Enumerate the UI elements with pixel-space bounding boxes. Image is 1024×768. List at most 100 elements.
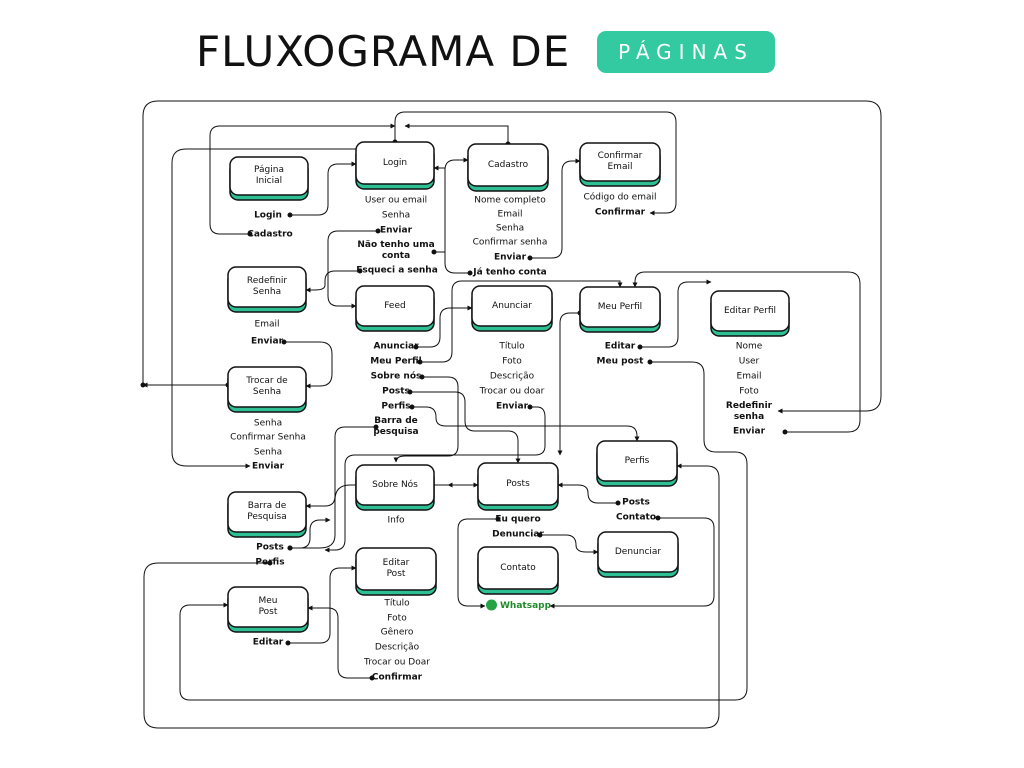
label-posts-denunciar[interactable]: Denunciar	[492, 529, 544, 540]
label-bp-posts[interactable]: Posts	[256, 542, 284, 553]
edge-origin-dot	[140, 382, 146, 388]
node-login[interactable]	[355, 141, 435, 190]
node-meu-perfil[interactable]	[579, 286, 661, 333]
node-label-denunciar: Denunciar	[614, 546, 662, 557]
node-label-sobre-nos: Sobre Nós	[372, 479, 418, 490]
node-label-cadastro: Cadastro	[487, 159, 529, 170]
node-redefinir-senha[interactable]	[227, 266, 307, 313]
label-rs-enviar[interactable]: Enviar	[250, 336, 284, 347]
node-contato[interactable]	[477, 546, 559, 595]
node-meu-post[interactable]	[227, 586, 309, 633]
edge-origin-dot	[357, 268, 363, 274]
label-cad-email: Email	[497, 209, 523, 220]
edge	[412, 406, 640, 442]
label-login-enviar[interactable]: Enviar	[379, 225, 413, 236]
node-label-meu-perfil: Meu Perfil	[597, 301, 643, 312]
label-pi-login[interactable]: Login	[254, 210, 282, 221]
label-feed-barra[interactable]: Barra de pesquisa	[373, 416, 419, 437]
label-cad-enviar[interactable]: Enviar	[493, 252, 527, 263]
node-feed[interactable]	[355, 285, 435, 332]
label-epost-confirmar[interactable]: Confirmar	[371, 672, 423, 683]
label-ts-confirmar: Confirmar Senha	[230, 432, 306, 443]
node-editar-perfil[interactable]	[710, 290, 790, 337]
label-ce-codigo: Código do email	[583, 192, 657, 203]
label-feed-anunciar[interactable]: Anunciar	[373, 341, 419, 352]
label-mpost-editar[interactable]: Editar	[252, 637, 284, 648]
label-ep-redefinir[interactable]: Redefinir senha	[725, 401, 773, 422]
edge	[434, 157, 469, 253]
label-mp-editar[interactable]: Editar	[604, 341, 636, 352]
edge-origin-dot	[431, 249, 437, 255]
label-login-user: User ou email	[364, 195, 428, 206]
edge-origin-dot	[409, 404, 415, 410]
node-label-confirmar-email: Confirmar Email	[597, 151, 643, 172]
node-cadastro[interactable]	[467, 143, 549, 192]
edge	[393, 376, 459, 463]
edge-origin-dot	[267, 560, 273, 566]
label-ep-enviar[interactable]: Enviar	[732, 426, 766, 437]
page-title-badge: PÁGINAS	[597, 31, 775, 73]
label-login-esqueci[interactable]: Esqueci a senha	[356, 265, 438, 276]
label-ce-confirmar[interactable]: Confirmar	[594, 207, 646, 218]
label-feed-sobre[interactable]: Sobre nós	[370, 371, 422, 382]
label-ts-enviar[interactable]: Enviar	[251, 461, 285, 472]
edge	[290, 161, 357, 216]
edge	[530, 158, 581, 259]
label-bp-perfis[interactable]: Perfis	[255, 557, 285, 568]
edge	[632, 271, 861, 433]
label-posts-eu-quero[interactable]: Eu quero	[495, 514, 541, 525]
node-label-posts: Posts	[506, 478, 530, 489]
edge	[209, 123, 396, 235]
label-pi-cadastro[interactable]: Cadastro	[247, 229, 293, 240]
edge	[410, 391, 521, 464]
label-cad-confirmar: Confirmar senha	[472, 237, 548, 248]
edge-origin-dot	[413, 344, 419, 350]
edge	[305, 426, 376, 509]
edge-origin-dot	[637, 344, 643, 350]
edge	[457, 518, 498, 609]
label-epost-foto: Foto	[387, 613, 407, 624]
node-label-meu-post: Meu Post	[258, 596, 278, 617]
label-epost-descricao: Descrição	[374, 642, 420, 653]
label-an-titulo: Título	[499, 341, 525, 352]
page-title: FLUXOGRAMA DE	[196, 27, 571, 76]
node-pagina-inicial[interactable]	[229, 156, 309, 201]
label-an-foto: Foto	[502, 356, 522, 367]
edge-origin-dot	[615, 500, 621, 506]
label-feed-posts[interactable]: Posts	[382, 386, 410, 397]
edge	[394, 111, 677, 216]
label-cad-senha: Senha	[495, 223, 525, 234]
node-confirmar-email[interactable]	[579, 142, 661, 187]
edge-origin-dot	[247, 231, 253, 237]
label-an-descricao: Descrição	[489, 371, 535, 382]
node-editar-post[interactable]	[355, 547, 437, 596]
label-feed-meu-perfil[interactable]: Meu Perfil	[370, 356, 422, 367]
node-trocar-senha[interactable]	[227, 366, 307, 413]
label-perfis-posts[interactable]: Posts	[622, 497, 650, 508]
node-denunciar[interactable]	[597, 531, 679, 578]
edge-origin-dot	[527, 404, 533, 410]
edge	[284, 341, 333, 389]
label-epost-titulo: Título	[384, 598, 410, 609]
node-posts[interactable]	[477, 462, 559, 511]
edge-origin-dot	[373, 424, 379, 430]
label-whatsapp[interactable]: Whatsapp	[500, 601, 552, 611]
label-login-nao-conta[interactable]: Não tenho uma conta	[357, 240, 435, 261]
edge-origin-dot	[647, 359, 653, 365]
label-an-enviar[interactable]: Enviar	[495, 401, 529, 412]
node-sobre-nos[interactable]	[355, 464, 435, 511]
edge	[420, 280, 623, 363]
label-ep-email: Email	[736, 371, 762, 382]
node-anunciar[interactable]	[471, 285, 553, 332]
edge	[640, 279, 712, 348]
edge	[290, 517, 331, 549]
node-perfis[interactable]	[596, 440, 678, 487]
label-feed-perfis[interactable]: Perfis	[381, 401, 411, 412]
label-cad-ja-conta[interactable]: Já tenho conta	[473, 267, 547, 278]
label-mp-meu-post[interactable]: Meu post	[596, 356, 644, 367]
edge-origin-dot	[287, 545, 293, 551]
edge	[143, 463, 720, 729]
edge-origin-dot	[527, 255, 533, 261]
node-barra-pesquisa[interactable]	[227, 491, 307, 538]
label-perfis-contato[interactable]: Contato	[615, 512, 657, 523]
